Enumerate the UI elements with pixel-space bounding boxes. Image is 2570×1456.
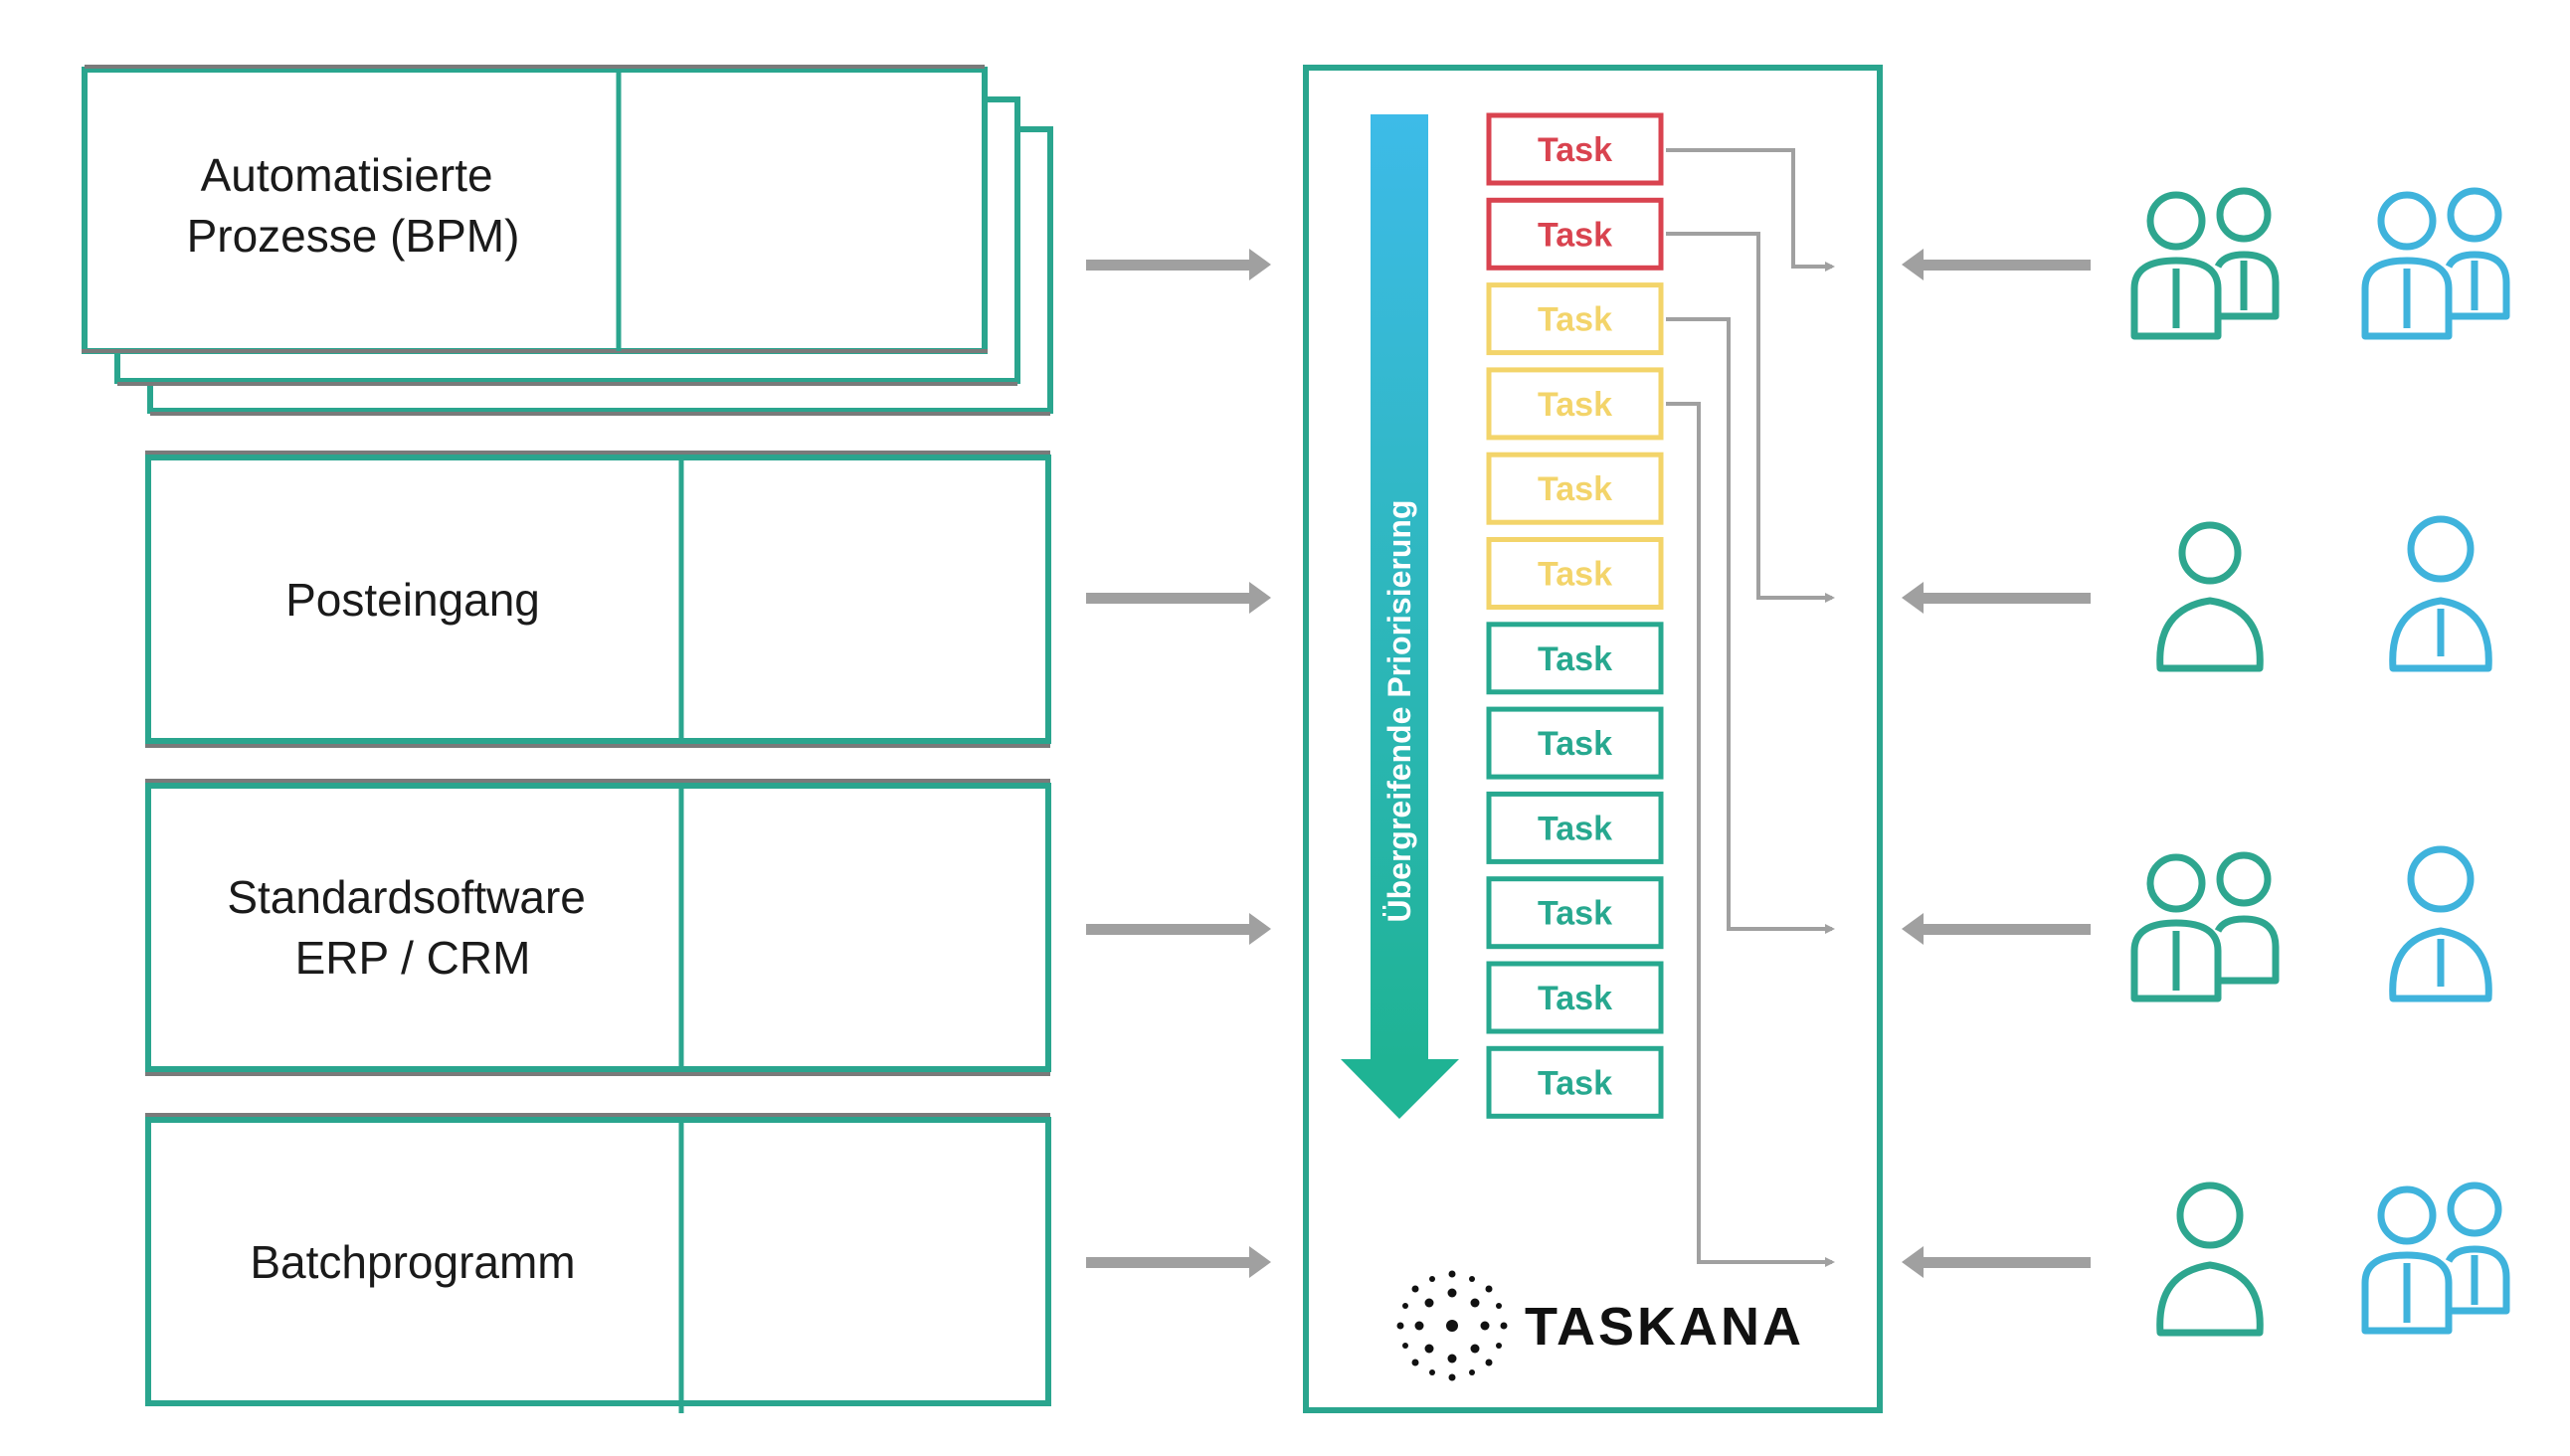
source-label: Batchprogramm bbox=[250, 1236, 575, 1288]
task-item: Task bbox=[1486, 367, 1664, 441]
people-arrows bbox=[1902, 249, 2091, 1278]
source-batchprogramm: Batchprogramm bbox=[145, 1113, 1051, 1413]
source-bpm: Automatisierte Prozesse (BPM) bbox=[82, 65, 1053, 416]
task-item: Task bbox=[1486, 1045, 1664, 1119]
task-box bbox=[1486, 367, 1664, 441]
routing-line bbox=[1666, 402, 1835, 1267]
task-item: Task bbox=[1486, 112, 1664, 186]
source-label: Posteingang bbox=[285, 574, 540, 626]
task-label: Task bbox=[1538, 301, 1612, 339]
task-box bbox=[1486, 112, 1664, 186]
person-icon bbox=[2156, 1182, 2264, 1337]
source-label: Standardsoftware ERP / CRM bbox=[227, 871, 598, 984]
task-label: Task bbox=[1538, 640, 1612, 678]
task-label: Task bbox=[1538, 980, 1612, 1017]
arrow-left bbox=[1902, 913, 2091, 945]
source-arrows bbox=[1086, 249, 1271, 1278]
task-item: Task bbox=[1486, 537, 1664, 610]
starburst-icon bbox=[1396, 1270, 1508, 1381]
source-posteingang: Posteingang bbox=[145, 451, 1051, 748]
arrow-right bbox=[1086, 249, 1271, 280]
source-label: Automatisierte Prozesse (BPM) bbox=[187, 149, 520, 262]
task-label: Task bbox=[1538, 556, 1612, 594]
task-item: Task bbox=[1486, 282, 1664, 356]
arrow-left bbox=[1902, 582, 2091, 614]
routing-line bbox=[1666, 317, 1835, 934]
task-item: Task bbox=[1486, 791, 1664, 864]
group-of-two-icon bbox=[2361, 187, 2510, 340]
taskana-logo: TASKANA bbox=[1396, 1270, 1804, 1381]
task-box bbox=[1486, 282, 1664, 356]
task-item: Task bbox=[1486, 622, 1664, 695]
arrow-right bbox=[1086, 582, 1271, 614]
task-item: Task bbox=[1486, 961, 1664, 1034]
task-item: Task bbox=[1486, 452, 1664, 525]
task-box bbox=[1486, 1045, 1664, 1119]
routing-line bbox=[1666, 148, 1835, 272]
task-label: Task bbox=[1538, 895, 1612, 933]
people-area bbox=[2130, 187, 2510, 1337]
task-label: Task bbox=[1538, 131, 1612, 169]
priority-label: Übergreifende Priorisierung bbox=[1381, 500, 1417, 923]
task-list: TaskTaskTaskTaskTaskTaskTaskTaskTaskTask… bbox=[1486, 112, 1664, 1119]
task-label: Task bbox=[1538, 386, 1612, 424]
routing-line bbox=[1666, 232, 1835, 603]
task-box bbox=[1486, 537, 1664, 610]
source-standardsoftware: Standardsoftware ERP / CRM bbox=[145, 779, 1051, 1076]
task-box bbox=[1486, 876, 1664, 950]
group-of-two-icon bbox=[2361, 1182, 2510, 1335]
arrow-left bbox=[1902, 249, 2091, 280]
task-label: Task bbox=[1538, 216, 1612, 254]
task-label: Task bbox=[1538, 810, 1612, 847]
task-box bbox=[1486, 791, 1664, 864]
task-item: Task bbox=[1486, 876, 1664, 950]
task-box bbox=[1486, 961, 1664, 1034]
task-item: Task bbox=[1486, 197, 1664, 271]
task-box bbox=[1486, 622, 1664, 695]
task-label: Task bbox=[1538, 1064, 1612, 1102]
priority-arrow: Übergreifende Priorisierung bbox=[1341, 114, 1459, 1119]
person-icon bbox=[2156, 521, 2264, 672]
task-box bbox=[1486, 452, 1664, 525]
taskana-panel: Übergreifende Priorisierung TaskTaskTask… bbox=[1303, 65, 1883, 1413]
group-of-two-icon bbox=[2130, 187, 2280, 340]
task-box bbox=[1486, 706, 1664, 780]
arrow-right bbox=[1086, 913, 1271, 945]
task-label: Task bbox=[1538, 470, 1612, 508]
arrow-left bbox=[1902, 1246, 2091, 1278]
brand-name: TASKANA bbox=[1525, 1297, 1804, 1357]
group-of-two-icon bbox=[2130, 851, 2280, 1002]
task-label: Task bbox=[1538, 725, 1612, 763]
person-icon bbox=[2389, 845, 2492, 1002]
person-icon bbox=[2389, 515, 2492, 672]
routing-lines bbox=[1666, 148, 1835, 1267]
task-box bbox=[1486, 197, 1664, 271]
arrow-right bbox=[1086, 1246, 1271, 1278]
task-item: Task bbox=[1486, 706, 1664, 780]
